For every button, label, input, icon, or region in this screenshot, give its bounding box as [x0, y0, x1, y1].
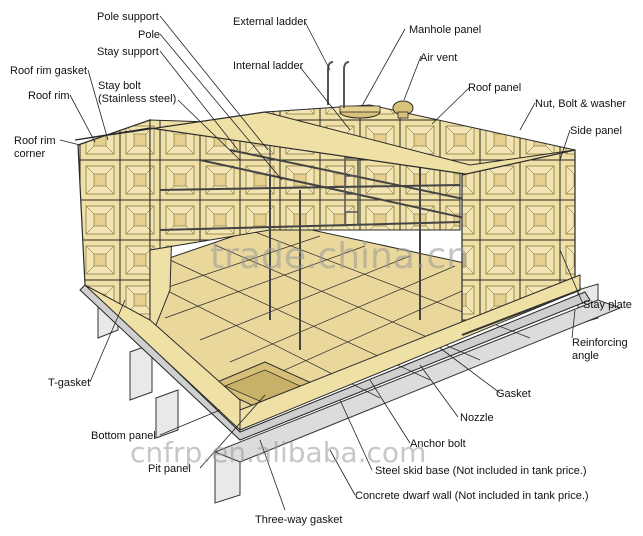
label-stay-bolt: Stay bolt	[98, 80, 141, 92]
label-stay-support: Stay support	[97, 46, 159, 58]
labels: Pole support Pole Stay support Stay bolt…	[10, 11, 632, 526]
label-roof-rim: Roof rim	[28, 90, 70, 102]
label-bottom-panel: Bottom panel	[91, 430, 156, 442]
label-internal-ladder: Internal ladder	[233, 60, 304, 72]
reinforcing-angle	[461, 289, 581, 336]
label-three-way-gasket: Three-way gasket	[255, 514, 342, 526]
label-nozzle: Nozzle	[460, 412, 494, 424]
label-side-panel: Side panel	[570, 125, 622, 137]
label-t-gasket: T-gasket	[48, 377, 90, 389]
label-roof-rim-corner-2: corner	[14, 148, 46, 160]
label-pole-support: Pole support	[97, 11, 159, 23]
label-roof-rim-corner-1: Roof rim	[14, 135, 56, 147]
label-pit-panel: Pit panel	[148, 463, 191, 475]
label-roof-panel: Roof panel	[468, 82, 521, 94]
label-stainless-steel: (Stainless steel)	[98, 93, 176, 105]
label-external-ladder: External ladder	[233, 16, 307, 28]
external-ladder	[327, 61, 350, 108]
label-gasket: Gasket	[496, 388, 531, 400]
leader-lines	[59, 15, 584, 511]
watermark-cnfrp: cnfrp.en.alibaba.com	[130, 436, 426, 469]
air-vent	[392, 100, 414, 119]
label-manhole-panel: Manhole panel	[409, 24, 481, 36]
label-concrete-dwarf-wall: Concrete dwarf wall (Not included in tan…	[355, 490, 589, 502]
label-pole: Pole	[138, 29, 160, 41]
label-nut-bolt-washer: Nut, Bolt & washer	[535, 98, 626, 110]
label-stay-plate: Stay plate	[583, 299, 632, 311]
label-air-vent: Air vent	[420, 52, 457, 64]
manhole-panel	[339, 105, 381, 119]
label-reinforcing-1: Reinforcing	[572, 337, 628, 349]
label-roof-rim-gasket: Roof rim gasket	[10, 65, 87, 77]
front-side-panels	[84, 274, 581, 432]
watermarks: trade.china.cn cnfrp.en.alibaba.com	[130, 236, 469, 469]
label-reinforcing-2: angle	[572, 350, 599, 362]
label-steel-skid-base: Steel skid base (Not included in tank pr…	[375, 465, 587, 477]
watermark-trade-china: trade.china.cn	[210, 236, 469, 277]
label-anchor-bolt: Anchor bolt	[410, 438, 466, 450]
